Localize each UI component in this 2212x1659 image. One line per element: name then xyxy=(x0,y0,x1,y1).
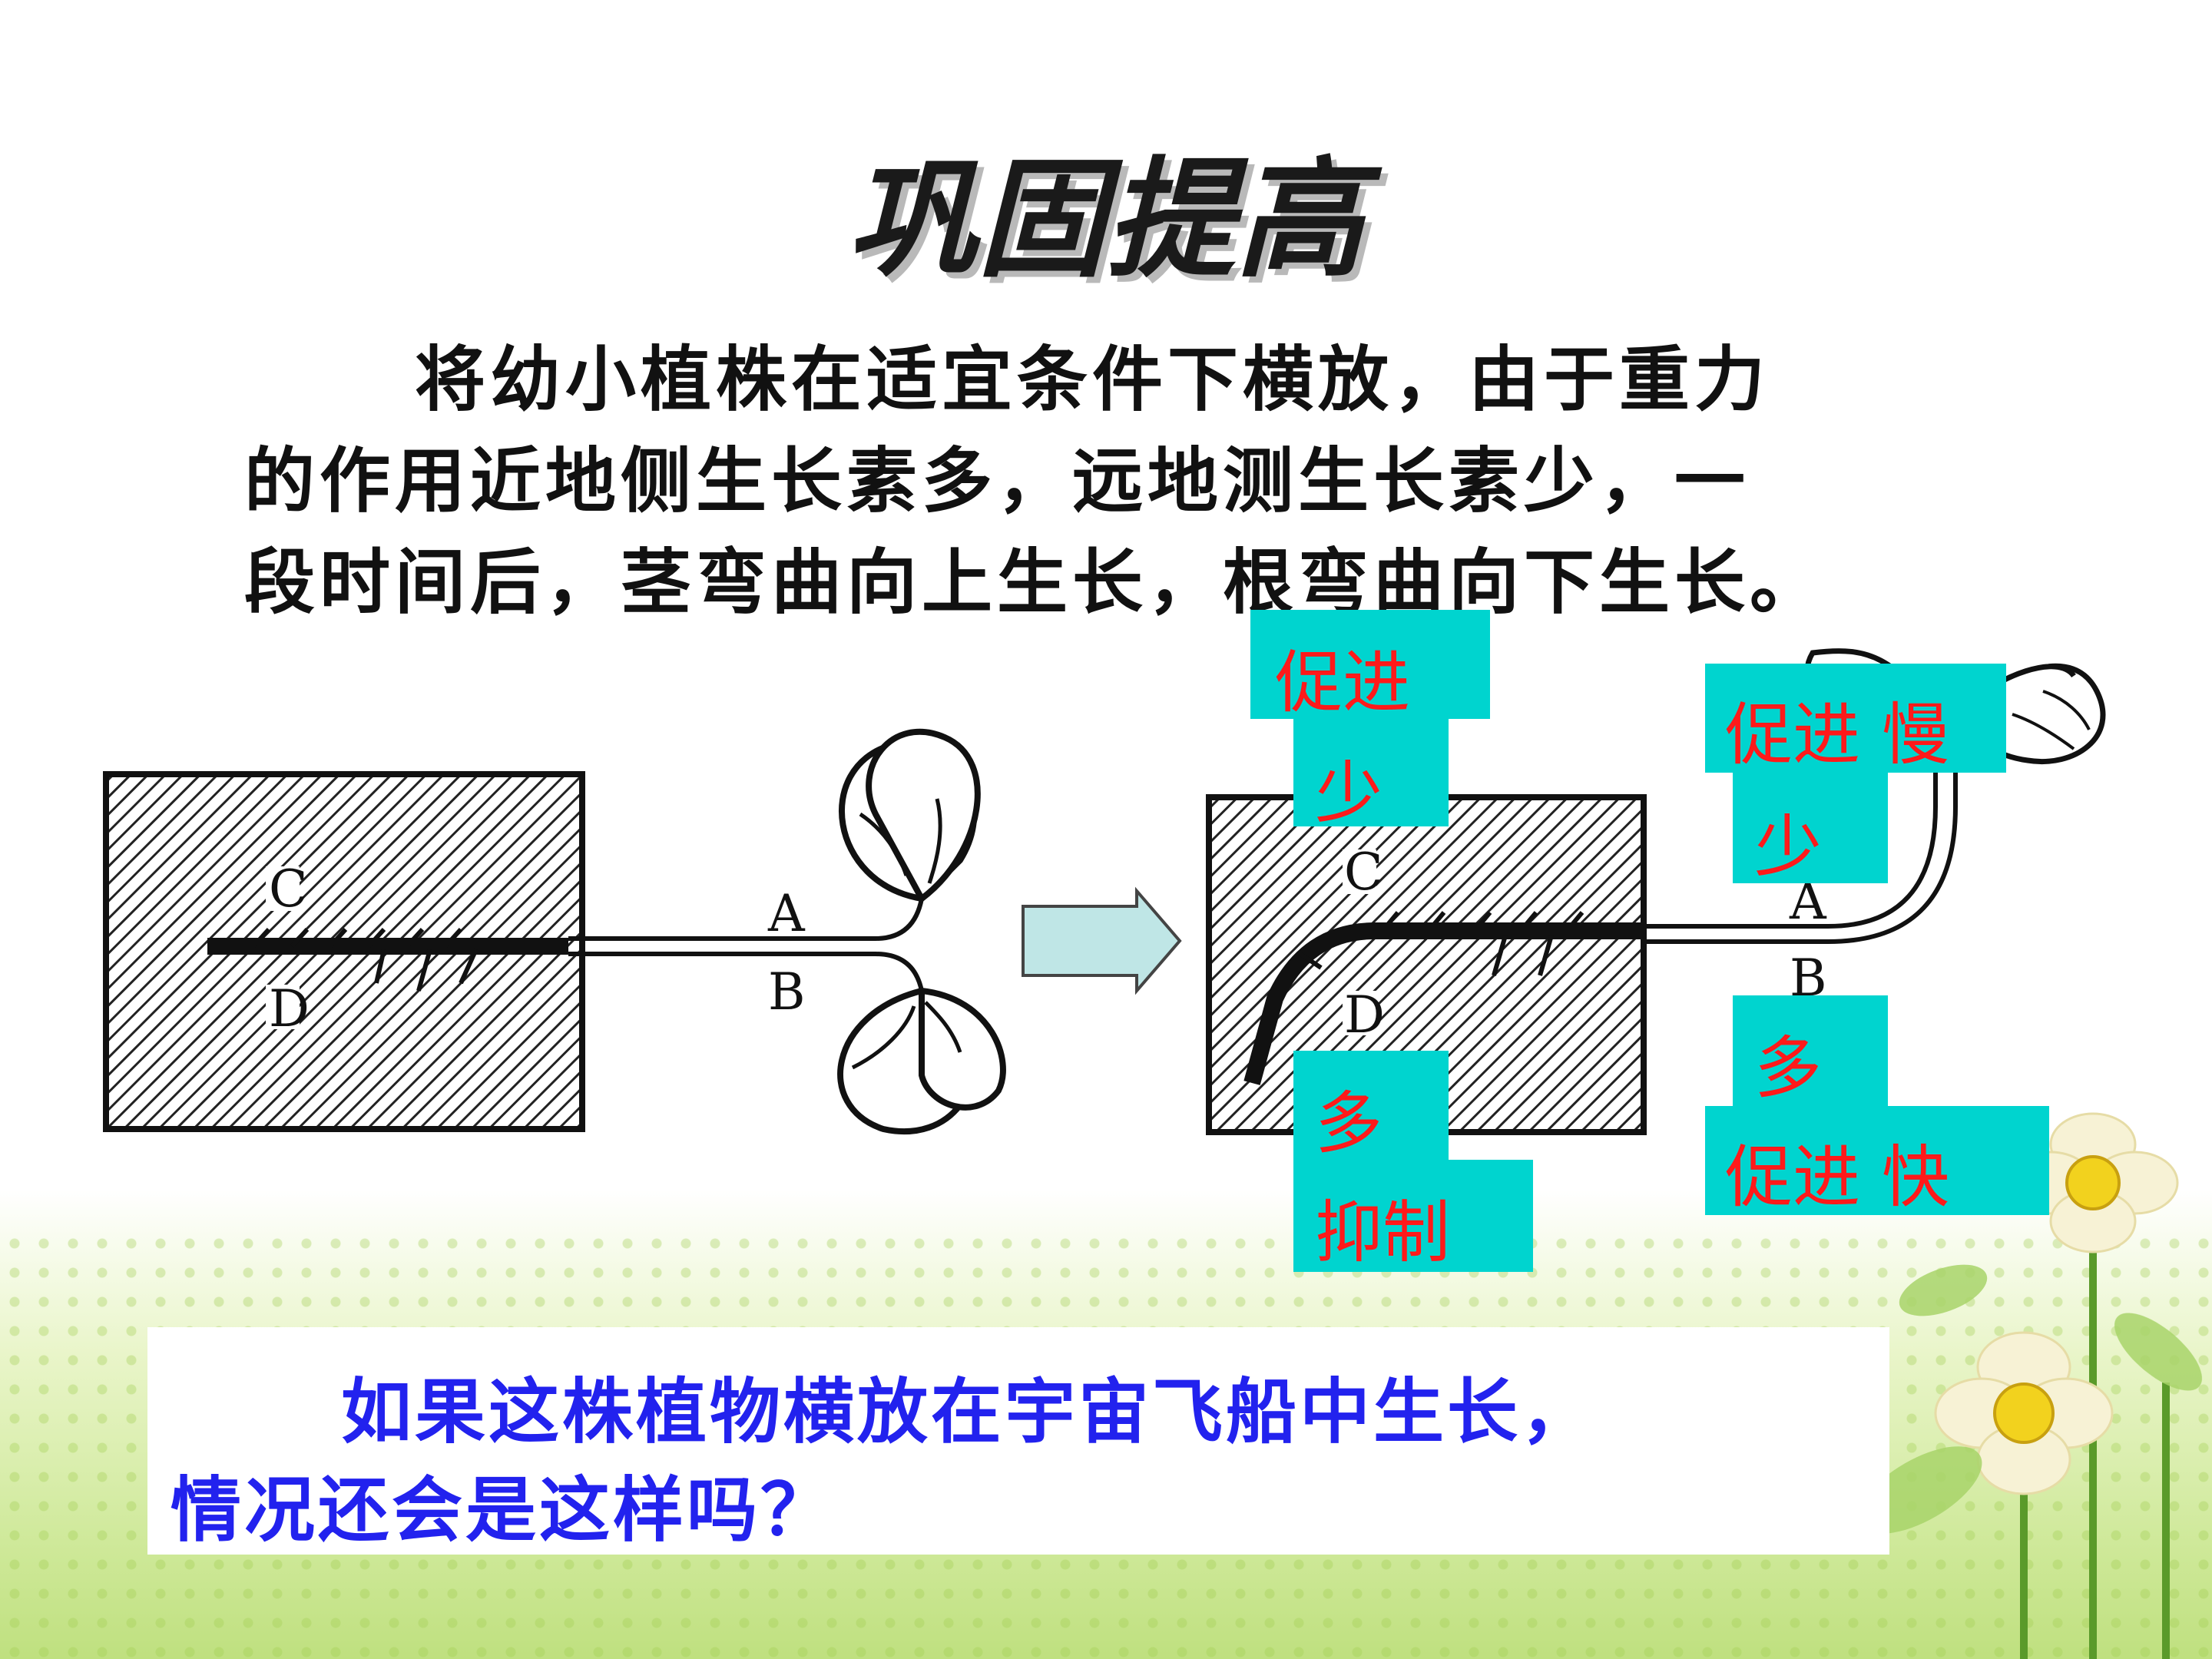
paragraph-line-2: 的作用近地侧生长素多，远地测生长素少，一 xyxy=(244,439,1750,522)
stem-upper-label-1: 促进 慢 xyxy=(1725,695,1949,774)
right-stem xyxy=(1644,714,1958,944)
annotation-box xyxy=(1705,664,2006,773)
right-label-d: D xyxy=(1344,985,1385,1045)
annotation-box xyxy=(1705,1106,2049,1215)
stem-upper-label-2: 少 xyxy=(1754,807,1823,886)
annotation-box xyxy=(1293,719,1449,826)
annotation-box xyxy=(1293,1160,1533,1272)
stem-lower-label-1: 多 xyxy=(1754,1028,1823,1108)
paragraph-line-3: 段时间后，茎弯曲向上生长，根弯曲向下生长。 xyxy=(244,541,1826,624)
left-label-b: B xyxy=(768,962,806,1022)
stem-lower-label-2: 促进 快 xyxy=(1725,1137,1949,1217)
annotation-box xyxy=(1293,1051,1449,1160)
right-label-c: C xyxy=(1344,843,1383,902)
annotation-box xyxy=(1250,610,1490,719)
right-root xyxy=(1243,922,1644,1085)
left-label-c: C xyxy=(269,859,308,919)
slide-title: 巩固提高 xyxy=(848,144,1364,295)
annotation-box xyxy=(1733,773,1888,883)
paragraph-line-1: 将幼小植株在适宜条件下横放，由于重力 xyxy=(415,338,1770,421)
root-upper-label-1: 促进 xyxy=(1275,643,1411,722)
root-lower-label-1: 多 xyxy=(1315,1084,1383,1163)
annotation-box xyxy=(1733,995,1888,1106)
root-upper-label-2: 少 xyxy=(1315,753,1383,833)
question-line-2: 情况还会是这样吗？ xyxy=(171,1469,835,1551)
left-label-d: D xyxy=(269,979,310,1038)
left-stem xyxy=(568,898,924,992)
root-lower-label-2: 抑制 xyxy=(1315,1193,1451,1272)
left-label-a: A xyxy=(767,884,806,943)
question-box xyxy=(147,1327,1889,1555)
flower-decoration xyxy=(1858,1112,2202,1659)
transition-arrow xyxy=(1022,886,1182,995)
question-line-1: 如果这株植物横放在宇宙飞船中生长， xyxy=(341,1370,1595,1453)
